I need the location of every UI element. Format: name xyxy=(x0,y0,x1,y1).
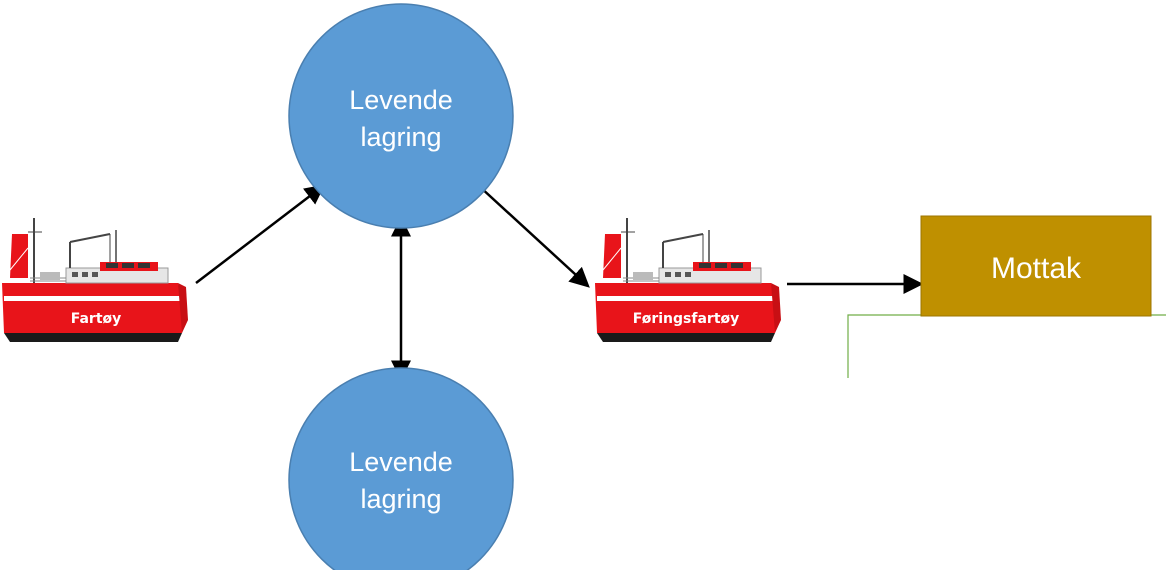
storage-top-line2: lagring xyxy=(360,122,441,152)
vessel-label: Fartøy xyxy=(71,311,122,327)
storage-circle-top xyxy=(288,3,514,229)
storage-bottom-line1: Levende xyxy=(349,447,453,477)
reception-label: Mottak xyxy=(991,252,1082,285)
node-storage-top: Levende lagring xyxy=(288,3,514,229)
node-storage-bottom: Levende lagring xyxy=(288,367,514,570)
node-carrier-vessel: Føringsfartøy xyxy=(594,217,782,343)
arrow-vessel-to-storage xyxy=(195,184,325,284)
arrow-storage-to-carrier xyxy=(478,185,590,288)
shore-line xyxy=(847,314,1166,378)
node-vessel: Fartøy xyxy=(1,217,189,343)
storage-top-line1: Levende xyxy=(349,85,453,115)
reception-box xyxy=(920,215,1152,317)
storage-bottom-line2: lagring xyxy=(360,484,441,514)
node-reception: Mottak xyxy=(920,215,1152,317)
storage-circle-bottom xyxy=(288,367,514,570)
carrier-vessel-label: Føringsfartøy xyxy=(633,311,740,327)
